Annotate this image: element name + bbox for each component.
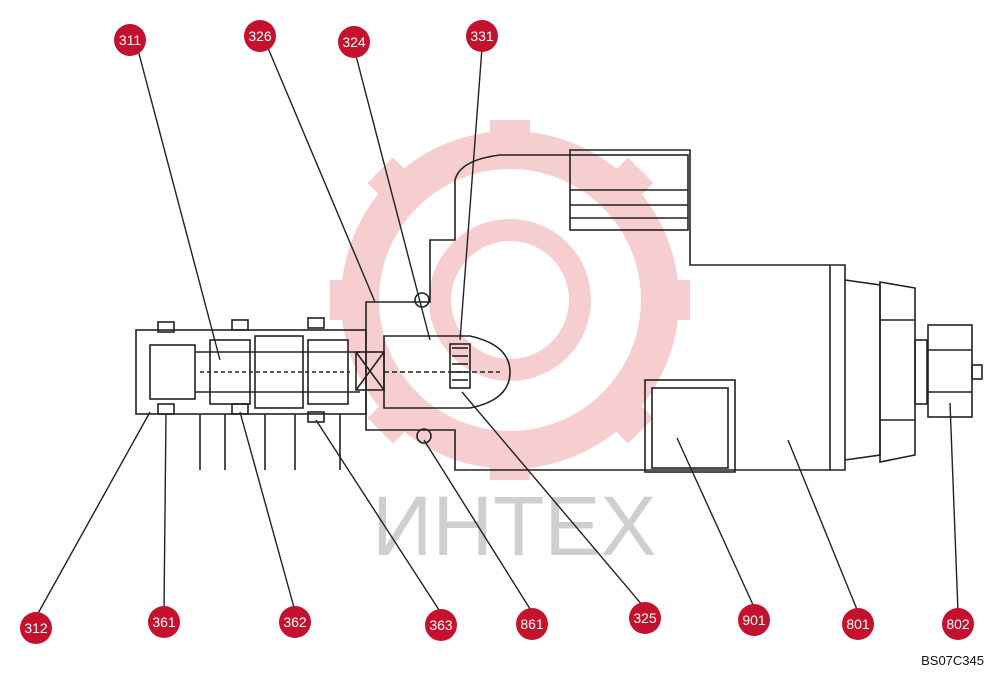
svg-text:802: 802 — [946, 616, 970, 632]
callout-802: 802 — [942, 608, 974, 640]
callout-312: 312 — [20, 612, 52, 644]
callout-311: 311 — [114, 24, 146, 56]
svg-text:362: 362 — [283, 614, 307, 630]
valve-drawing — [135, 149, 983, 473]
watermark-text: ИНТЕХ — [372, 479, 656, 573]
svg-text:325: 325 — [633, 610, 657, 626]
callout-362: 362 — [279, 606, 311, 638]
reference-code: BS07C345 — [921, 653, 984, 668]
callout-331: 331 — [466, 20, 498, 52]
svg-text:324: 324 — [342, 34, 366, 50]
callout-363: 363 — [425, 609, 457, 641]
callout-861: 861 — [516, 608, 548, 640]
callout-324: 324 — [338, 26, 370, 58]
callout-326: 326 — [244, 20, 276, 52]
callout-361: 361 — [148, 606, 180, 638]
svg-text:311: 311 — [119, 32, 142, 48]
callout-801: 801 — [842, 608, 874, 640]
svg-text:326: 326 — [248, 28, 272, 44]
svg-text:312: 312 — [24, 620, 48, 636]
svg-text:361: 361 — [152, 614, 176, 630]
svg-text:363: 363 — [429, 617, 453, 633]
svg-text:901: 901 — [742, 612, 766, 628]
callout-901: 901 — [738, 604, 770, 636]
svg-text:801: 801 — [846, 616, 870, 632]
leader-lines — [35, 47, 959, 618]
svg-text:861: 861 — [520, 616, 544, 632]
callout-325: 325 — [629, 602, 661, 634]
watermark-gear-logo — [330, 120, 690, 480]
svg-text:331: 331 — [470, 28, 494, 44]
